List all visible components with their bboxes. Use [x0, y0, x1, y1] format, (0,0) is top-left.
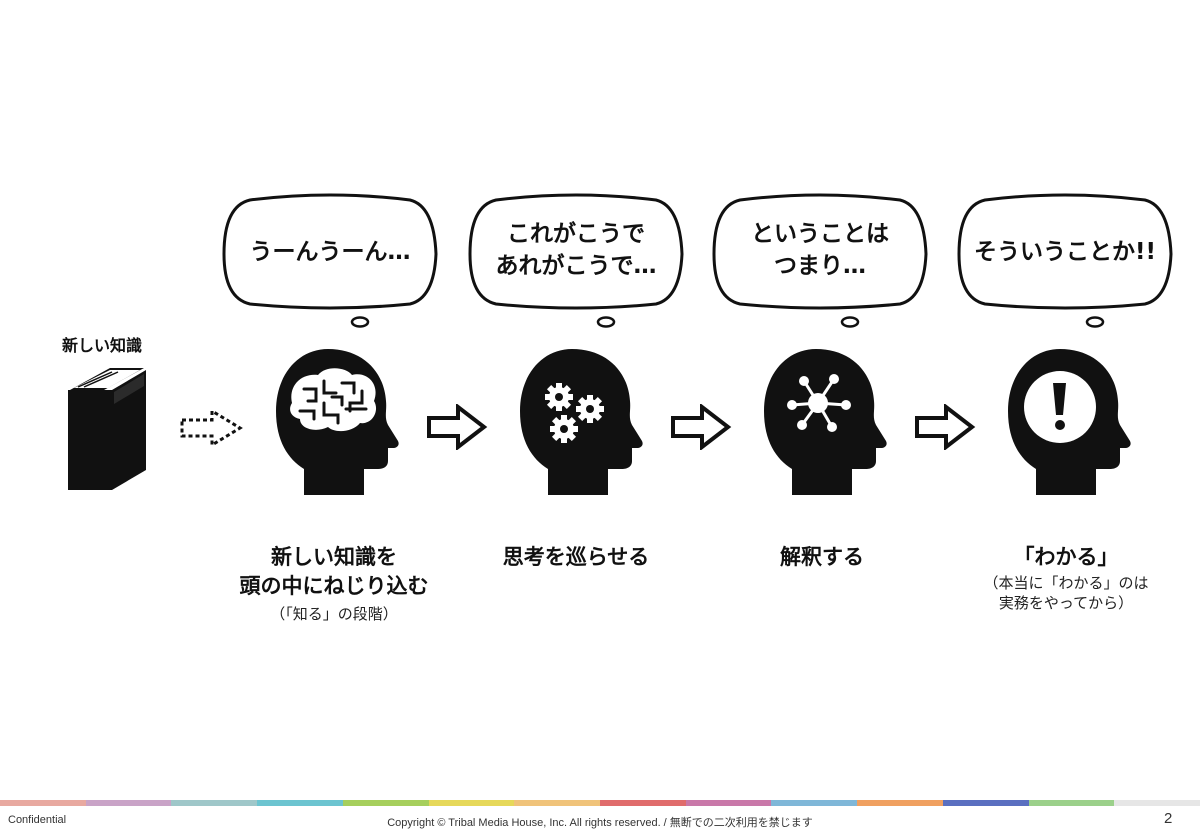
stripe-segment [771, 800, 858, 806]
stripe-segment [600, 800, 686, 806]
stripe-segment [514, 800, 601, 806]
stripe-segment [1028, 800, 1115, 806]
gears-head-icon [520, 349, 643, 495]
stripe-segment [85, 800, 172, 806]
step-3-caption: 解釈する [780, 545, 864, 569]
footer-copyright: Copyright © Tribal Media House, Inc. All… [387, 817, 813, 829]
footer-confidential: Confidential [8, 814, 67, 826]
step-4-caption: 「わかる」 [1013, 545, 1119, 569]
outline-arrow-icon [915, 404, 976, 450]
network-head-icon [764, 349, 887, 495]
stripe-segment [342, 800, 429, 806]
step-4-note-line1: （本当に「わかる」のは [983, 574, 1149, 592]
bubble-2-line2: あれがこうで… [495, 253, 657, 279]
bubble-3-line1: ということは [751, 221, 889, 247]
stripe-segment [171, 800, 258, 806]
stripe-segment [685, 800, 772, 806]
bubble-2-text: これがこうで あれがこうで… [472, 218, 680, 282]
bubble-3-text: ということは つまり… [716, 218, 924, 282]
bubble-2-line1: これがこうで [507, 221, 645, 247]
page-number: 2 [1164, 810, 1173, 827]
stripe-segment [942, 800, 1029, 806]
stripe-segment [857, 800, 943, 806]
step-1-title-line1: 新しい知識を [271, 545, 397, 569]
outline-arrow-icon [671, 404, 732, 450]
bubble-4-line1: そういうことか!! [974, 239, 1156, 265]
stripe-segment [0, 800, 86, 806]
step-1-title-line2: 頭の中にねじり込む [239, 574, 429, 598]
stripe-segment [1114, 800, 1200, 806]
stripe-segment [257, 800, 343, 806]
exclamation-head-icon [1008, 349, 1131, 495]
dotted-arrow-icon [180, 408, 243, 448]
bubble-3-line2: つまり… [774, 253, 866, 279]
stripe-segment [428, 800, 515, 806]
step-4-note: （本当に「わかる」のは 実務をやってから） [948, 573, 1184, 613]
thought-bubbles [222, 193, 1173, 328]
step-1-note: （「知る」の段階） [270, 605, 398, 623]
step-2-caption: 思考を巡らせる [502, 545, 650, 569]
bubble-4-text: そういうことか!! [961, 222, 1169, 268]
book-icon [68, 368, 146, 490]
brain-head-icon [276, 349, 399, 495]
book-label: 新しい知識 [62, 336, 143, 355]
step-4-note-line2: 実務をやってから） [998, 594, 1134, 612]
bubble-1-text: うーんうーん… [226, 222, 434, 268]
step-1-caption: 新しい知識を 頭の中にねじり込む [216, 543, 452, 601]
footer-color-stripe [0, 800, 1200, 806]
outline-arrow-icon [427, 404, 488, 450]
bubble-1-line1: うーんうーん… [249, 239, 411, 265]
